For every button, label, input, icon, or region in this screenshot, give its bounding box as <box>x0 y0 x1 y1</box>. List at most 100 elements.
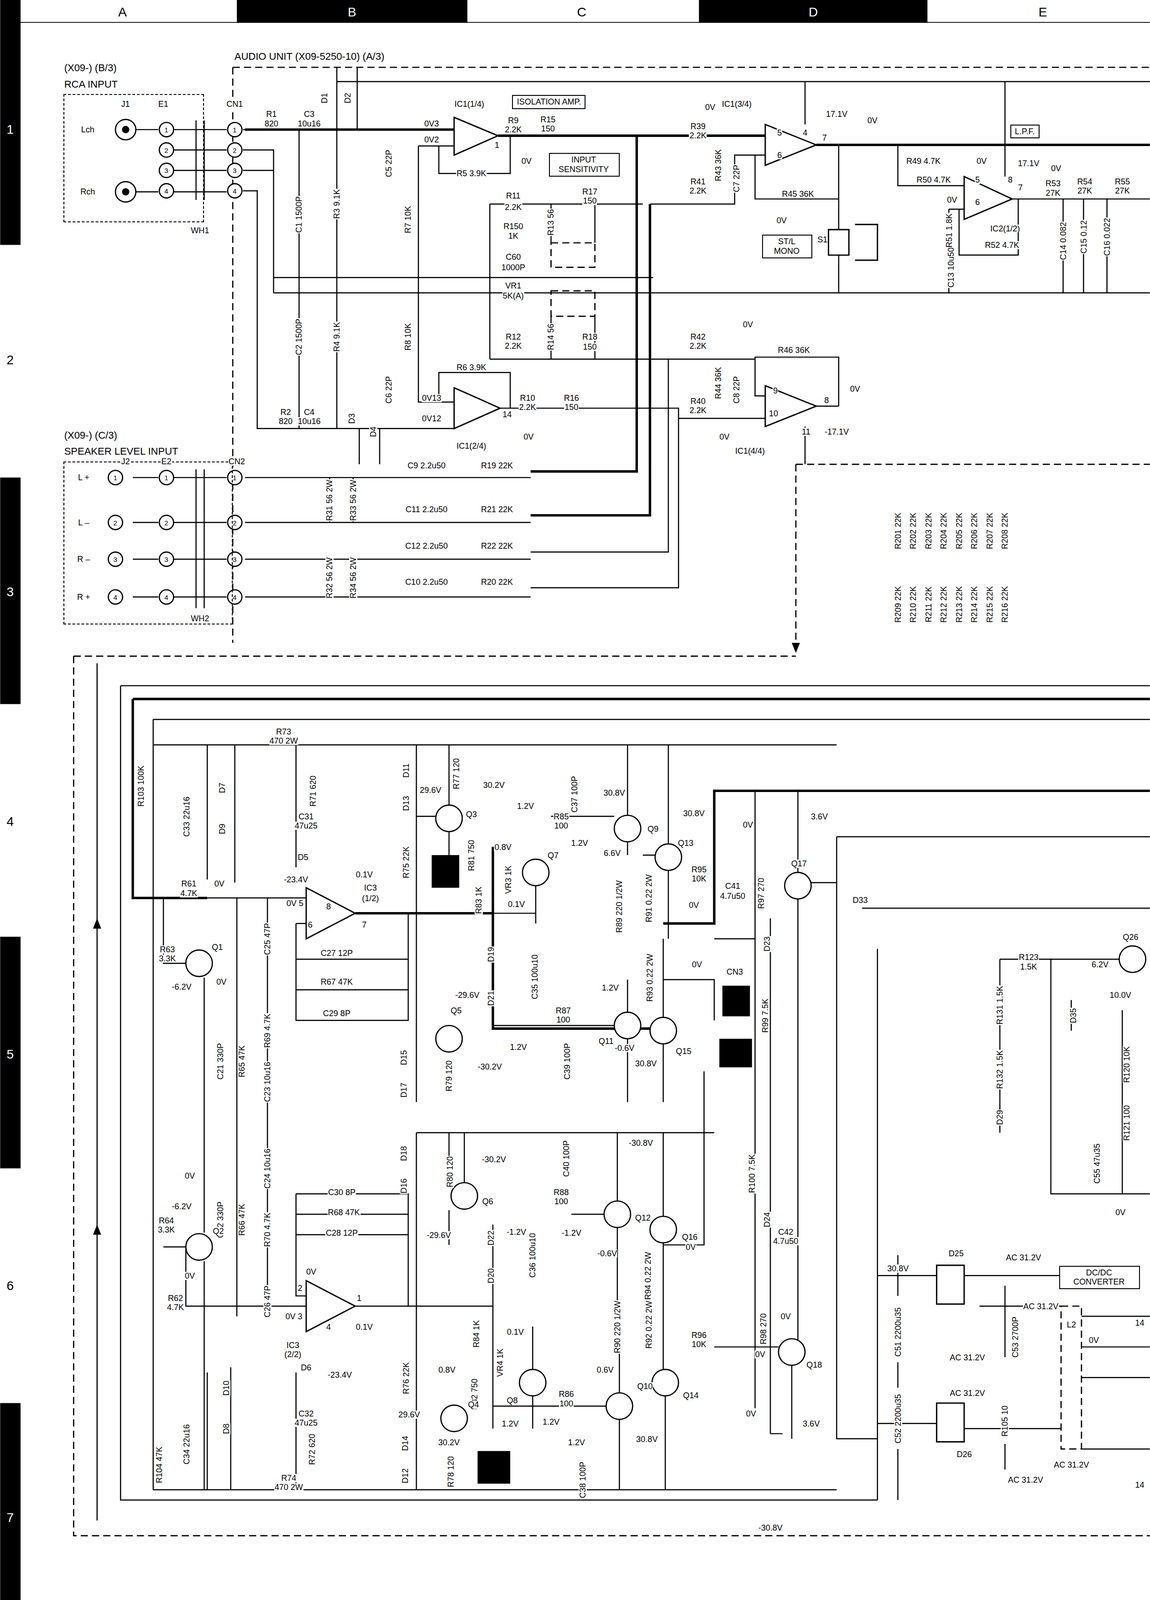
component-label: R92 0.22 2W <box>644 1300 654 1349</box>
pin-circle <box>159 142 174 157</box>
component-label: 8 <box>325 902 332 911</box>
pin-circle <box>227 142 242 157</box>
component-label: 17.1V <box>1017 159 1040 168</box>
component-label: -0.6V <box>596 1249 618 1258</box>
component-label: 11 <box>801 427 811 436</box>
component-label: R211 22K <box>924 585 933 623</box>
function-box: INPUT SENSITIVITY <box>548 152 620 177</box>
component-label: D19 <box>486 946 496 962</box>
component-label: Q6 <box>481 1197 494 1206</box>
component-label: R86 <box>558 1389 575 1398</box>
component-label: 0V <box>976 156 988 166</box>
component-label: 0V <box>867 116 879 125</box>
component-label: D29 <box>995 1109 1004 1126</box>
component-label: Q16 <box>681 1232 699 1241</box>
heading-text: AUDIO UNIT (X09-5250-10) (A/3) <box>234 48 385 65</box>
transistor-symbol <box>1119 945 1146 973</box>
component-label: 10u16 <box>297 417 321 426</box>
component-label: D4 <box>369 425 378 438</box>
component-label: R40 <box>690 397 706 406</box>
component-label: R46 36K <box>777 345 811 355</box>
component-label: 150 <box>582 196 597 205</box>
group-heading: (X09-) (C/3)SPEAKER LEVEL INPUT <box>64 427 179 460</box>
component-label: D13 <box>402 794 411 811</box>
component-label: 1.5K <box>1019 962 1038 971</box>
grid-reference: A <box>117 5 128 19</box>
component-label: 2.2K <box>689 186 707 195</box>
component-label: 1000P <box>501 263 526 272</box>
component-label: R97 270 <box>757 876 766 909</box>
component-label: C11 2.2u50 <box>405 505 449 514</box>
component-label: E2 <box>160 457 172 466</box>
component-label: C14 0.082 <box>1059 221 1068 261</box>
component-label: R205 22K <box>955 512 964 550</box>
pin-circle <box>108 470 123 485</box>
component-label: R77 120 <box>452 757 461 790</box>
component-label: 0V <box>776 216 788 225</box>
box-text: ST/L MONO <box>766 236 807 256</box>
component-label: R68 47K <box>327 1207 361 1217</box>
component-label: -6.2V <box>171 982 192 991</box>
component-label: R214 22K <box>970 585 979 623</box>
component-label: 0V12 <box>421 414 442 423</box>
component-label: R42 <box>690 332 706 341</box>
grid-reference: 2 <box>6 353 15 367</box>
component-label: 0V <box>215 977 227 986</box>
box-text: ISOLATION AMP. <box>516 97 582 107</box>
component-label: 1 <box>232 125 237 133</box>
component-label: 2 <box>232 518 237 526</box>
component-label: Q13 <box>677 838 695 847</box>
component-label: D6 <box>300 1363 312 1372</box>
component-label: R31 56 2W <box>325 479 334 522</box>
bus-arrow <box>93 642 800 1234</box>
pin-circle <box>159 163 174 178</box>
component-label: 30.2V <box>437 1437 460 1447</box>
component-label: 2.2K <box>504 341 523 351</box>
grid-bar <box>0 1402 21 1600</box>
component-label: R13 56 <box>546 208 555 236</box>
component-label: R41 <box>690 177 706 186</box>
component-label: R22 22K <box>480 541 514 550</box>
component-label: 14 <box>501 410 513 419</box>
transistor-symbol <box>435 805 463 832</box>
pin-circle <box>159 589 174 604</box>
component-label: Rch <box>79 187 96 196</box>
component-label: R80 120 <box>445 1155 455 1188</box>
component-label: R95 <box>690 865 707 874</box>
component-label: Lch <box>80 125 95 134</box>
grid-bar <box>0 477 21 704</box>
grid-reference: C <box>576 5 587 19</box>
component-label: R44 36K <box>714 365 723 399</box>
component-label: Q14 <box>682 1390 700 1400</box>
component-label: D10 <box>222 1379 231 1396</box>
component-label: 1.2V <box>501 1419 519 1428</box>
component-label: C4 <box>303 407 315 417</box>
component-label: D14 <box>401 1434 410 1451</box>
component-label: (1/2) <box>361 893 380 903</box>
component-label: 3.6V <box>810 812 829 821</box>
component-label: R131 1.5K <box>995 985 1004 1025</box>
component-label: 0V <box>1050 164 1062 173</box>
component-label: 100 <box>554 1197 569 1206</box>
component-label: 0V 3 <box>284 1312 303 1321</box>
component-label: 4 <box>802 128 808 137</box>
component-label: R6 3.9K <box>456 363 487 372</box>
component-label: R96 <box>690 1330 707 1339</box>
component-label: R78 120 <box>446 1455 455 1488</box>
component-label: 4 <box>163 187 169 195</box>
pin-circle <box>159 515 174 530</box>
component-label: C29 8P <box>322 1008 351 1018</box>
component-label: C25 47P <box>263 922 272 956</box>
component-label: 2 <box>163 518 169 526</box>
signal-wire <box>132 129 1150 1029</box>
component-label: 0V <box>754 1349 766 1359</box>
component-label: WH2 <box>190 614 210 623</box>
component-label: 820 <box>278 417 293 426</box>
component-label: 1 <box>112 474 118 481</box>
function-box: ISOLATION AMP. <box>512 94 586 110</box>
component-label: J1 <box>120 99 131 109</box>
component-label: R62 <box>167 1293 184 1302</box>
component-label: C24 10u16 <box>263 1147 272 1189</box>
transistor-symbol <box>450 1182 478 1209</box>
component-label: 3 <box>232 167 237 174</box>
